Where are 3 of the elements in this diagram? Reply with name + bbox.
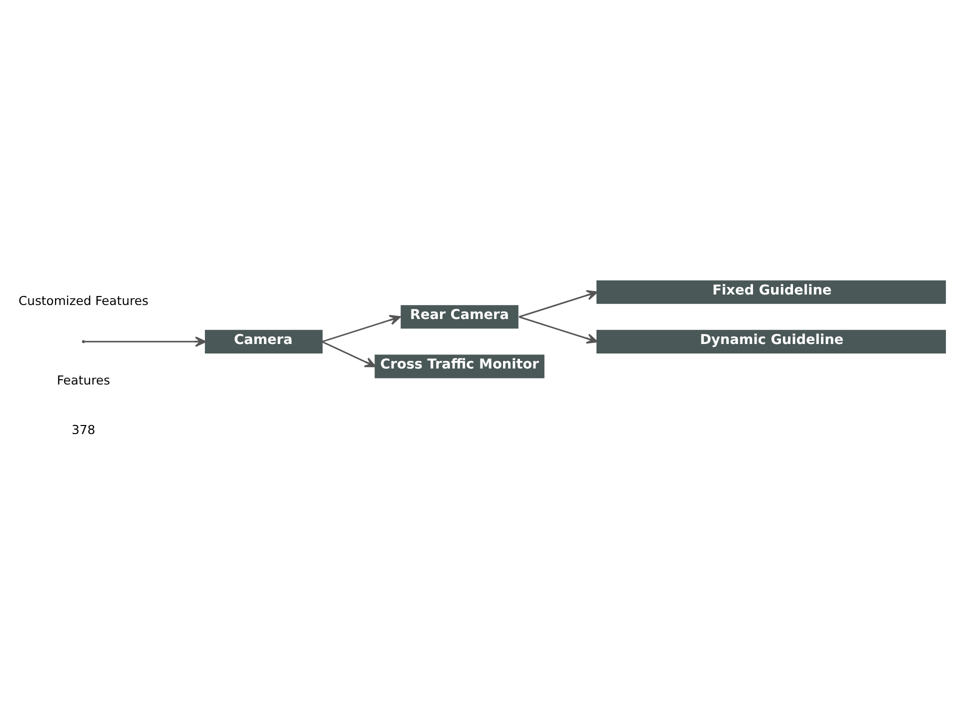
label: 378 (72, 421, 96, 436)
label: Customized Features (18, 292, 148, 308)
label: Features (56, 372, 110, 387)
